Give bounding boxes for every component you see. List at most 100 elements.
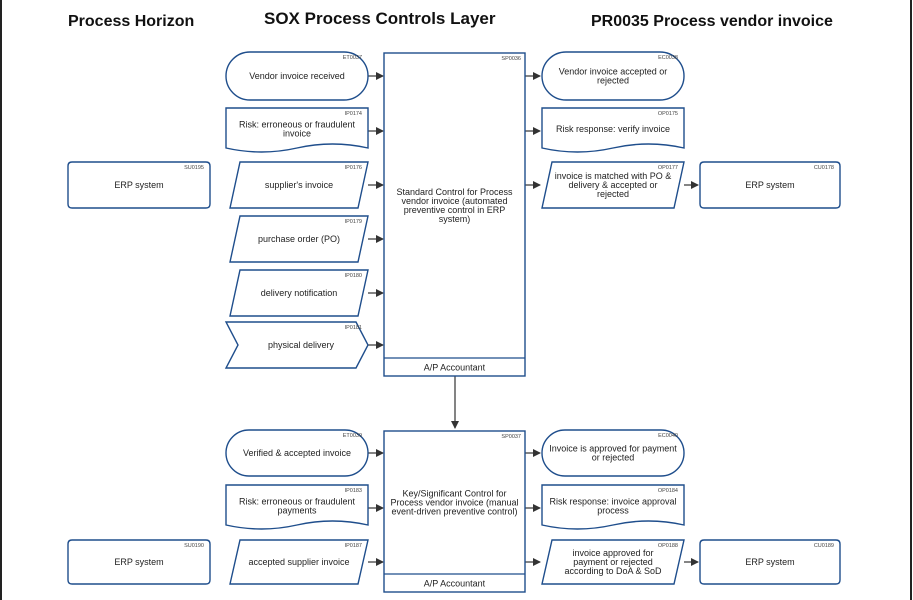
node-label-line: or rejected: [592, 453, 635, 463]
document-shape: [541, 484, 685, 530]
node-id: IP0183: [345, 488, 362, 494]
node-label-line: Vendor invoice accepted or: [559, 67, 668, 77]
control-description-line: preventive control in ERP: [404, 205, 506, 215]
control-id: SP0037: [501, 434, 521, 440]
node-id: IP0181: [345, 325, 362, 331]
rect-shape: [699, 161, 841, 209]
node-label-line: Risk: erroneous or fraudulent: [239, 120, 356, 130]
parallelogram-node-ip0179[interactable]: IP0179 purchase order (PO): [229, 215, 369, 263]
node-label-line: delivery & accepted or: [568, 180, 657, 190]
node-label-line: Risk: erroneous or fraudulent: [239, 497, 356, 507]
node-label-line: payment or rejected: [573, 557, 653, 567]
node-label-line: rejected: [597, 76, 629, 86]
node-label-line: Invoice is approved for payment: [549, 444, 677, 454]
node-id: IP0174: [345, 111, 362, 117]
node-id: IP0179: [345, 219, 362, 225]
process-name-title: PR0035 Process vendor invoice: [591, 13, 833, 30]
document-shape: [225, 484, 369, 530]
parallelogram-node-ip0187[interactable]: IP0187 accepted supplier invoice: [229, 539, 369, 585]
node-id: OP0184: [658, 488, 678, 494]
control-description-line: Standard Control for Process: [396, 187, 513, 197]
parallelogram-node-ip0176[interactable]: IP0176 supplier's invoice: [229, 161, 369, 209]
control-description-line: system): [439, 214, 471, 224]
left-border: [0, 0, 2, 600]
document-shape: [541, 107, 685, 153]
node-id: SU0195: [184, 165, 204, 171]
node-label-line: ERP system: [745, 557, 794, 567]
node-label-line: physical delivery: [268, 340, 335, 350]
parallelogram-shape: [229, 269, 369, 317]
node-label-line: rejected: [597, 189, 629, 199]
process-horizon-title: Process Horizon: [68, 13, 195, 30]
node-id: OP0177: [658, 165, 678, 171]
control-description-line: vendor invoice (automated: [401, 196, 507, 206]
node-label-line: supplier's invoice: [265, 180, 333, 190]
node-id: CU0178: [814, 165, 834, 171]
node-id: EC0038: [658, 55, 678, 61]
node-label-line: accepted supplier invoice: [248, 557, 349, 567]
node-label-line: invoice is matched with PO &: [555, 171, 672, 181]
node-label-line: ERP system: [114, 180, 163, 190]
node-label-line: invoice approved for: [572, 548, 653, 558]
node-id: IP0176: [345, 165, 362, 171]
right-border: [910, 0, 912, 600]
chevron-shape: [224, 321, 369, 369]
parallelogram-shape: [541, 161, 685, 209]
rect-shape: [67, 539, 211, 585]
node-label-line: process: [597, 506, 629, 516]
control-description-line: Process vendor invoice (manual: [390, 498, 518, 508]
node-id: ET0037: [343, 55, 362, 61]
parallelogram-shape: [541, 539, 685, 585]
node-id: IP0187: [345, 543, 362, 549]
node-label-line: ERP system: [114, 557, 163, 567]
node-id: SU0190: [184, 543, 204, 549]
parallelogram-shape: [229, 215, 369, 263]
control-role: A/P Accountant: [424, 363, 486, 373]
event-shape: [225, 51, 369, 101]
connectors: [368, 72, 699, 566]
rect-shape: [67, 161, 211, 209]
node-id: EC0040: [658, 433, 678, 439]
node-id: OP0175: [658, 111, 678, 117]
node-label-line: Vendor invoice received: [249, 71, 345, 81]
node-id: ET0039: [343, 433, 362, 439]
control-id: SP0036: [501, 56, 521, 62]
parallelogram-node-ip0180[interactable]: IP0180 delivery notification: [229, 269, 369, 317]
control-box-border: [383, 430, 526, 593]
control-description-line: event-driven preventive control): [391, 507, 517, 517]
control-description-line: Key/Significant Control for: [402, 489, 506, 499]
node-id: IP0180: [345, 273, 362, 279]
rect-shape: [699, 539, 841, 585]
diagram-title: SOX Process Controls Layer: [264, 9, 496, 28]
node-label-line: invoice: [283, 129, 311, 139]
control-box-border: [383, 52, 526, 377]
node-label-line: Risk response: invoice approval: [549, 497, 676, 507]
node-label-line: purchase order (PO): [258, 234, 340, 244]
parallelogram-shape: [229, 161, 369, 209]
node-label-line: payments: [277, 506, 317, 516]
event-shape: [541, 51, 685, 101]
node-label-line: according to DoA & SoD: [564, 566, 662, 576]
event-shape: [541, 429, 685, 477]
chevron-node-ip0181[interactable]: IP0181 physical delivery: [224, 321, 369, 369]
document-shape: [225, 107, 369, 153]
node-label-line: delivery notification: [261, 288, 338, 298]
